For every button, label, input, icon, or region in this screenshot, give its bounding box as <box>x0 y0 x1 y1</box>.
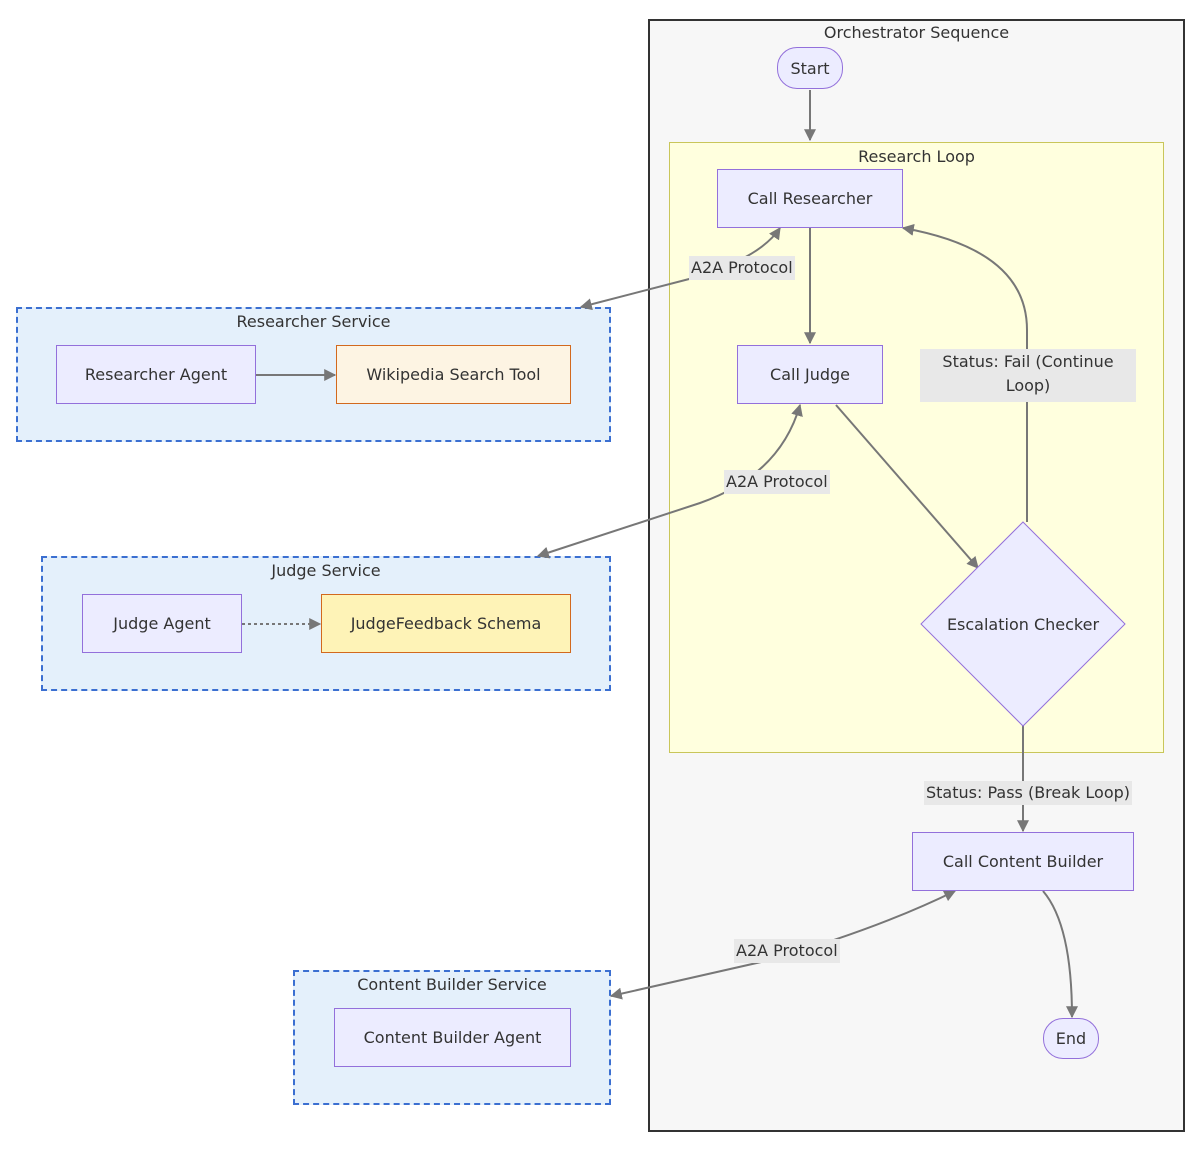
content-builder-service-title: Content Builder Service <box>357 975 547 994</box>
escalation-checker-label: Escalation Checker <box>946 614 1100 634</box>
content-builder-agent-node[interactable]: Content Builder Agent <box>334 1008 571 1067</box>
escalation-checker-diamond <box>920 521 1126 727</box>
judge-agent-node[interactable]: Judge Agent <box>82 594 242 653</box>
a2a-protocol-label-researcher: A2A Protocol <box>689 256 795 280</box>
escalation-checker-node[interactable]: Escalation Checker <box>921 522 1125 726</box>
edge-escalation-fail-to-call-researcher <box>901 223 1028 522</box>
edge-content-builder-to-end <box>1042 890 1078 1019</box>
call-judge-node[interactable]: Call Judge <box>737 345 883 404</box>
call-researcher-node[interactable]: Call Researcher <box>717 169 903 228</box>
a2a-protocol-label-judge: A2A Protocol <box>724 470 830 494</box>
orchestrator-sequence-title: Orchestrator Sequence <box>823 23 1010 42</box>
status-pass-label: Status: Pass (Break Loop) <box>924 781 1133 805</box>
edge-call-judge-a2a <box>536 403 803 559</box>
judge-service-title: Judge Service <box>271 561 381 580</box>
call-content-builder-node[interactable]: Call Content Builder <box>912 832 1134 891</box>
wikipedia-search-tool-node[interactable]: Wikipedia Search Tool <box>336 345 571 404</box>
research-loop-title: Research Loop <box>858 147 975 166</box>
end-node[interactable]: End <box>1043 1018 1099 1059</box>
judge-feedback-schema-node[interactable]: JudgeFeedback Schema <box>321 594 571 653</box>
start-node[interactable]: Start <box>777 47 843 89</box>
researcher-service-title: Researcher Service <box>236 312 391 331</box>
researcher-agent-node[interactable]: Researcher Agent <box>56 345 256 404</box>
a2a-protocol-label-content-builder: A2A Protocol <box>734 939 840 963</box>
edge-call-judge-to-escalation <box>835 404 979 569</box>
status-fail-label: Status: Fail (Continue Loop) <box>920 349 1136 402</box>
